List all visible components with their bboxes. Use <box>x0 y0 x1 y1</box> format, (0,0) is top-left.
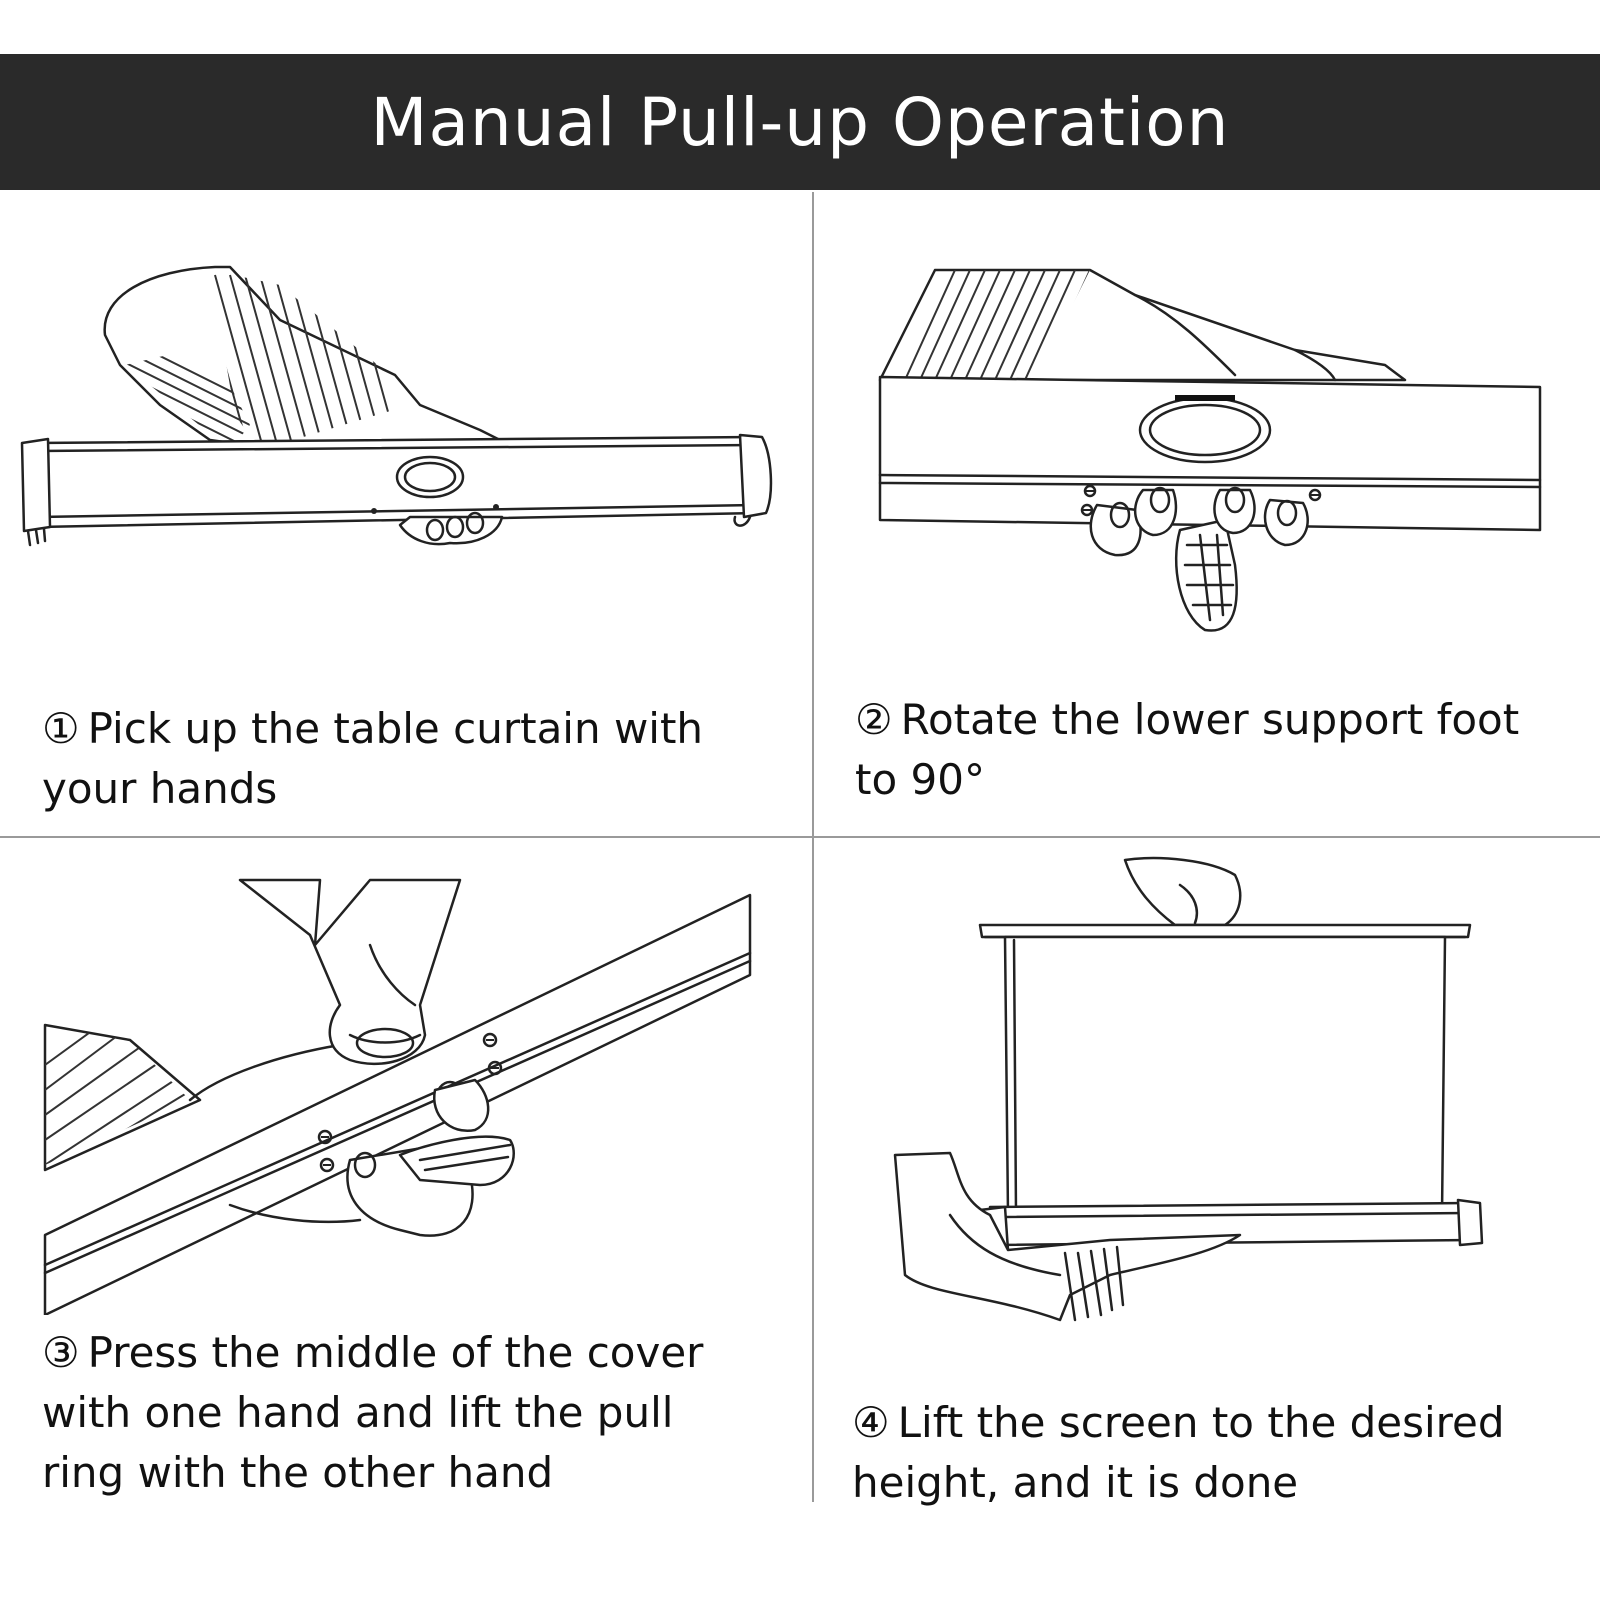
step-2-illustration <box>875 265 1555 655</box>
step-4-illustration <box>890 855 1490 1335</box>
title-banner: Manual Pull-up Operation <box>0 54 1600 190</box>
step-1-illustration <box>10 255 790 575</box>
step-3-text-line-3: ring with the other hand <box>42 1448 554 1497</box>
step-4-text-line-1: Lift the screen to the desired <box>897 1398 1505 1447</box>
step-4-number: ④ <box>852 1398 890 1447</box>
press-cover-lift-ring-drawing <box>43 878 752 1315</box>
hand-holding-tube-drawing <box>20 265 773 547</box>
step-1-text-line-2: your hands <box>42 764 278 813</box>
rotating-support-foot-drawing <box>878 268 1542 632</box>
step-1-number: ① <box>42 704 80 753</box>
step-2-number: ② <box>855 695 893 744</box>
step-3-text-line-2: with one hand and lift the pull <box>42 1388 674 1437</box>
step-2-text-line-1: Rotate the lower support foot <box>900 695 1520 744</box>
step-2-text-line-2: to 90° <box>855 755 985 804</box>
page-title: Manual Pull-up Operation <box>370 83 1230 161</box>
horizontal-divider <box>0 836 1600 838</box>
step-3-illustration <box>40 875 760 1315</box>
step-3-number: ③ <box>42 1328 80 1377</box>
step-3-text-line-1: Press the middle of the cover <box>87 1328 704 1377</box>
vertical-divider <box>812 192 814 1502</box>
step-1-text-line-1: Pick up the table curtain with <box>87 704 704 753</box>
lift-screen-drawing <box>893 856 1484 1322</box>
step-4-text-line-2: height, and it is done <box>852 1458 1299 1507</box>
